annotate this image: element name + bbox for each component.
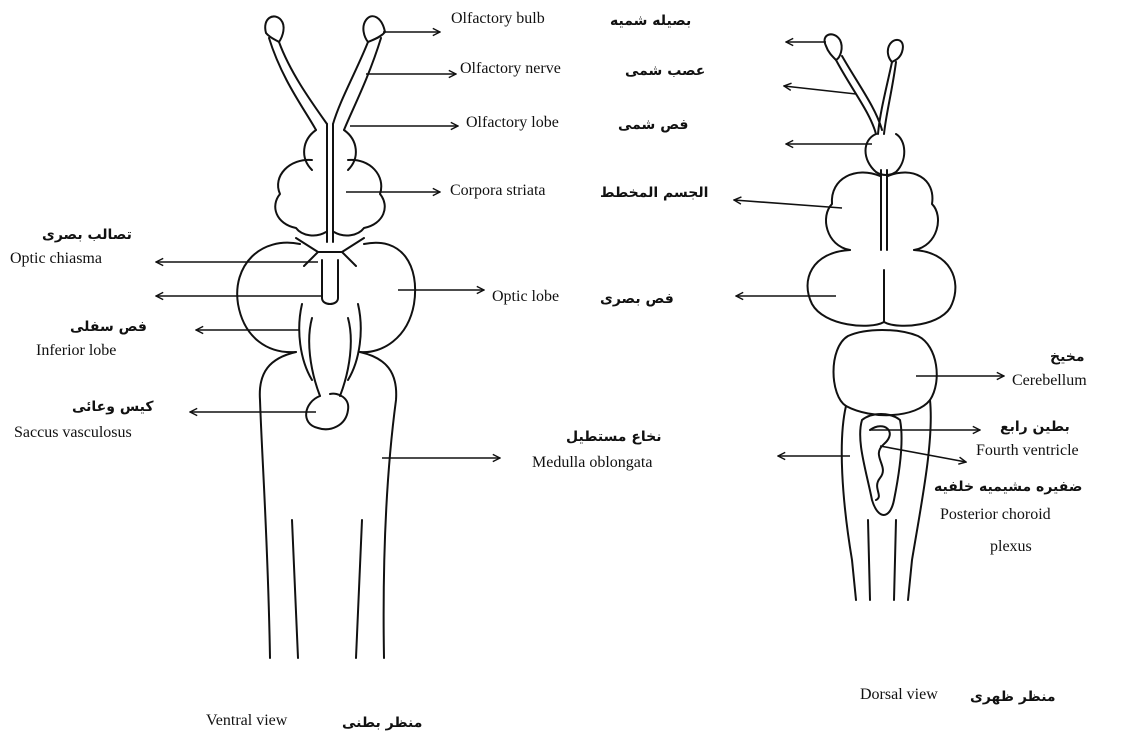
ventral-right-olfactory-nerve	[333, 42, 368, 124]
ventral-right-corpus-striatum	[334, 160, 385, 236]
arrow-dorsal-hemisphere	[734, 200, 842, 208]
label-olfactory-lobe: Olfactory lobe	[466, 114, 559, 132]
label-saccus-vasculosus: Saccus vasculosus	[14, 424, 132, 442]
dorsal-right-olfactory-bulb	[888, 40, 903, 62]
arrow-choroid-plexus	[880, 446, 966, 462]
label-corpora-striata-ar: الجسم المخطط	[600, 184, 708, 202]
label-medulla-oblongata: Medulla oblongata	[532, 454, 652, 472]
label-fourth-ventricle: Fourth ventricle	[976, 442, 1079, 460]
label-inferior-lobe-ar: فص سفلى	[70, 318, 147, 336]
caption-dorsal-view-ar: منظر ظهرى	[970, 688, 1056, 706]
ventral-medulla-right	[360, 352, 396, 658]
ventral-optic-chiasma	[296, 238, 364, 304]
dorsal-midline	[881, 170, 887, 250]
dorsal-olfactory-nerves	[836, 56, 896, 134]
ventral-midline	[327, 124, 333, 242]
caption-ventral-view-ar: منظر بطنى	[342, 714, 422, 732]
arrow-dorsal-olfactory-nerve	[784, 86, 856, 94]
dorsal-cerebellum	[834, 330, 937, 415]
ventral-right-optic-lobe	[360, 243, 415, 352]
dorsal-spinal-cord	[868, 520, 896, 600]
caption-ventral-view: Ventral view	[206, 712, 287, 730]
label-olfactory-nerve: Olfactory nerve	[460, 60, 561, 78]
label-cerebellum-ar: مخيخ	[1050, 348, 1085, 366]
dorsal-arrows	[734, 42, 1004, 462]
caption-dorsal-view: Dorsal view	[860, 686, 938, 704]
label-optic-lobe-ar: فص بصرى	[600, 290, 674, 308]
dorsal-left-hemisphere	[826, 172, 880, 250]
label-olfactory-lobe-ar: فص شمى	[618, 116, 688, 134]
ventral-spinal-cord	[292, 520, 362, 658]
dorsal-view-drawing	[808, 34, 956, 600]
label-posterior-choroid-ar: ضفيره مشيميه خلفيه	[934, 478, 1082, 496]
label-olfactory-nerve-ar: عصب شمى	[625, 62, 705, 80]
label-inferior-lobe: Inferior lobe	[36, 342, 116, 360]
label-cerebellum: Cerebellum	[1012, 372, 1087, 390]
ventral-olfactory-lobes	[304, 130, 356, 170]
label-posterior-choroid-plexus: plexus	[990, 538, 1032, 556]
ventral-left-corpus-striatum	[275, 160, 326, 236]
ventral-left-olfactory-nerve	[279, 42, 327, 124]
label-olfactory-bulb: Olfactory bulb	[451, 10, 545, 28]
label-olfactory-bulb-ar: بصيله شميه	[610, 12, 691, 30]
ventral-view-drawing	[237, 16, 415, 658]
ventral-arrows	[156, 32, 500, 458]
ventral-left-olfactory-bulb	[265, 16, 283, 42]
dorsal-olfactory-lobes	[866, 134, 905, 175]
dorsal-optic-lobes	[808, 250, 956, 326]
ventral-left-olfactory-nerve-inner	[269, 38, 316, 130]
label-fourth-ventricle-ar: بطين رابع	[1000, 418, 1070, 436]
label-medulla-oblongata-ar: نخاع مستطيل	[566, 428, 662, 446]
dorsal-left-olfactory-bulb	[825, 34, 842, 60]
label-optic-chiasma: Optic chiasma	[10, 250, 102, 268]
dorsal-choroid-plexus	[870, 426, 890, 500]
label-saccus-vasculosus-ar: كيس وعائى	[72, 398, 153, 416]
ventral-inferior-lobes	[299, 304, 361, 396]
label-optic-lobe: Optic lobe	[492, 288, 559, 306]
label-posterior-choroid: Posterior choroid	[940, 506, 1051, 524]
ventral-medulla-left	[260, 352, 296, 658]
ventral-left-optic-lobe	[237, 243, 300, 352]
dorsal-right-hemisphere	[888, 172, 938, 250]
label-corpora-striata: Corpora striata	[450, 182, 546, 200]
label-optic-chiasma-ar: تصالب بصرى	[42, 226, 132, 244]
